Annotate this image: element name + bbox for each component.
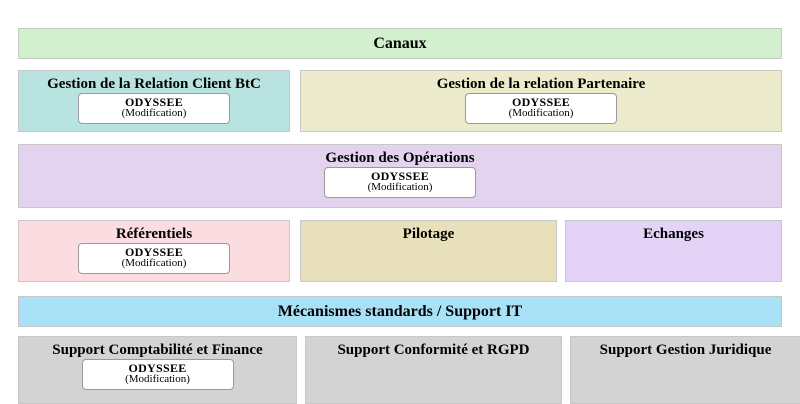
odyssee-card-name: ODYSSEE bbox=[128, 360, 187, 375]
block-title-gestion-relation-partenaire: Gestion de la relation Partenaire bbox=[436, 76, 646, 92]
odyssee-card-status: (Modification) bbox=[508, 107, 574, 120]
odyssee-card-name: ODYSSEE bbox=[124, 244, 184, 259]
block-echanges[interactable]: Echanges bbox=[565, 220, 782, 282]
odyssee-card-support-comptabilite-finance[interactable]: ODYSSEE (Modification) bbox=[81, 358, 234, 390]
block-pilotage[interactable]: Pilotage bbox=[300, 220, 557, 282]
odyssee-card-gestion-relation-client-btc[interactable]: ODYSSEE (Modification) bbox=[78, 92, 230, 124]
odyssee-card-status: (Modification) bbox=[367, 181, 433, 194]
block-title-support-gestion-juridique: Support Gestion Juridique bbox=[599, 342, 772, 358]
odyssee-card-status: (Modification) bbox=[125, 373, 190, 386]
block-title-gestion-relation-client-btc: Gestion de la Relation Client BtC bbox=[47, 76, 261, 92]
block-referentiels[interactable]: Référentiels ODYSSEE (Modification) bbox=[18, 220, 290, 282]
block-support-conformite-rgpd[interactable]: Support Conformité et RGPD bbox=[305, 336, 562, 404]
block-support-gestion-juridique[interactable]: Support Gestion Juridique bbox=[570, 336, 800, 404]
block-gestion-relation-client-btc[interactable]: Gestion de la Relation Client BtC ODYSSE… bbox=[18, 70, 290, 132]
block-title-referentiels: Référentiels bbox=[115, 226, 193, 242]
block-mecanismes-standards-support-it[interactable]: Mécanismes standards / Support IT bbox=[18, 296, 782, 327]
block-title-echanges: Echanges bbox=[643, 226, 704, 242]
block-gestion-des-operations[interactable]: Gestion des Opérations ODYSSEE (Modifica… bbox=[18, 144, 782, 208]
block-gestion-relation-partenaire[interactable]: Gestion de la relation Partenaire ODYSSE… bbox=[300, 70, 782, 132]
block-title-support-comptabilite-finance: Support Comptabilité et Finance bbox=[52, 342, 263, 358]
odyssee-card-name: ODYSSEE bbox=[124, 94, 184, 109]
block-title-canaux: Canaux bbox=[373, 34, 427, 52]
odyssee-card-status: (Modification) bbox=[121, 107, 187, 120]
block-title-pilotage: Pilotage bbox=[402, 226, 455, 242]
block-support-comptabilite-finance[interactable]: Support Comptabilité et Finance ODYSSEE … bbox=[18, 336, 297, 404]
odyssee-card-gestion-des-operations[interactable]: ODYSSEE (Modification) bbox=[324, 166, 476, 198]
odyssee-card-gestion-relation-partenaire[interactable]: ODYSSEE (Modification) bbox=[465, 92, 617, 124]
odyssee-card-name: ODYSSEE bbox=[370, 168, 430, 183]
odyssee-card-name: ODYSSEE bbox=[511, 94, 571, 109]
block-title-mecanismes-standards-support-it: Mécanismes standards / Support IT bbox=[277, 302, 523, 320]
block-title-support-conformite-rgpd: Support Conformité et RGPD bbox=[337, 342, 530, 358]
block-canaux[interactable]: Canaux bbox=[18, 28, 782, 59]
block-title-gestion-des-operations: Gestion des Opérations bbox=[325, 150, 475, 166]
odyssee-card-referentiels[interactable]: ODYSSEE (Modification) bbox=[78, 242, 230, 274]
odyssee-card-status: (Modification) bbox=[121, 257, 187, 270]
